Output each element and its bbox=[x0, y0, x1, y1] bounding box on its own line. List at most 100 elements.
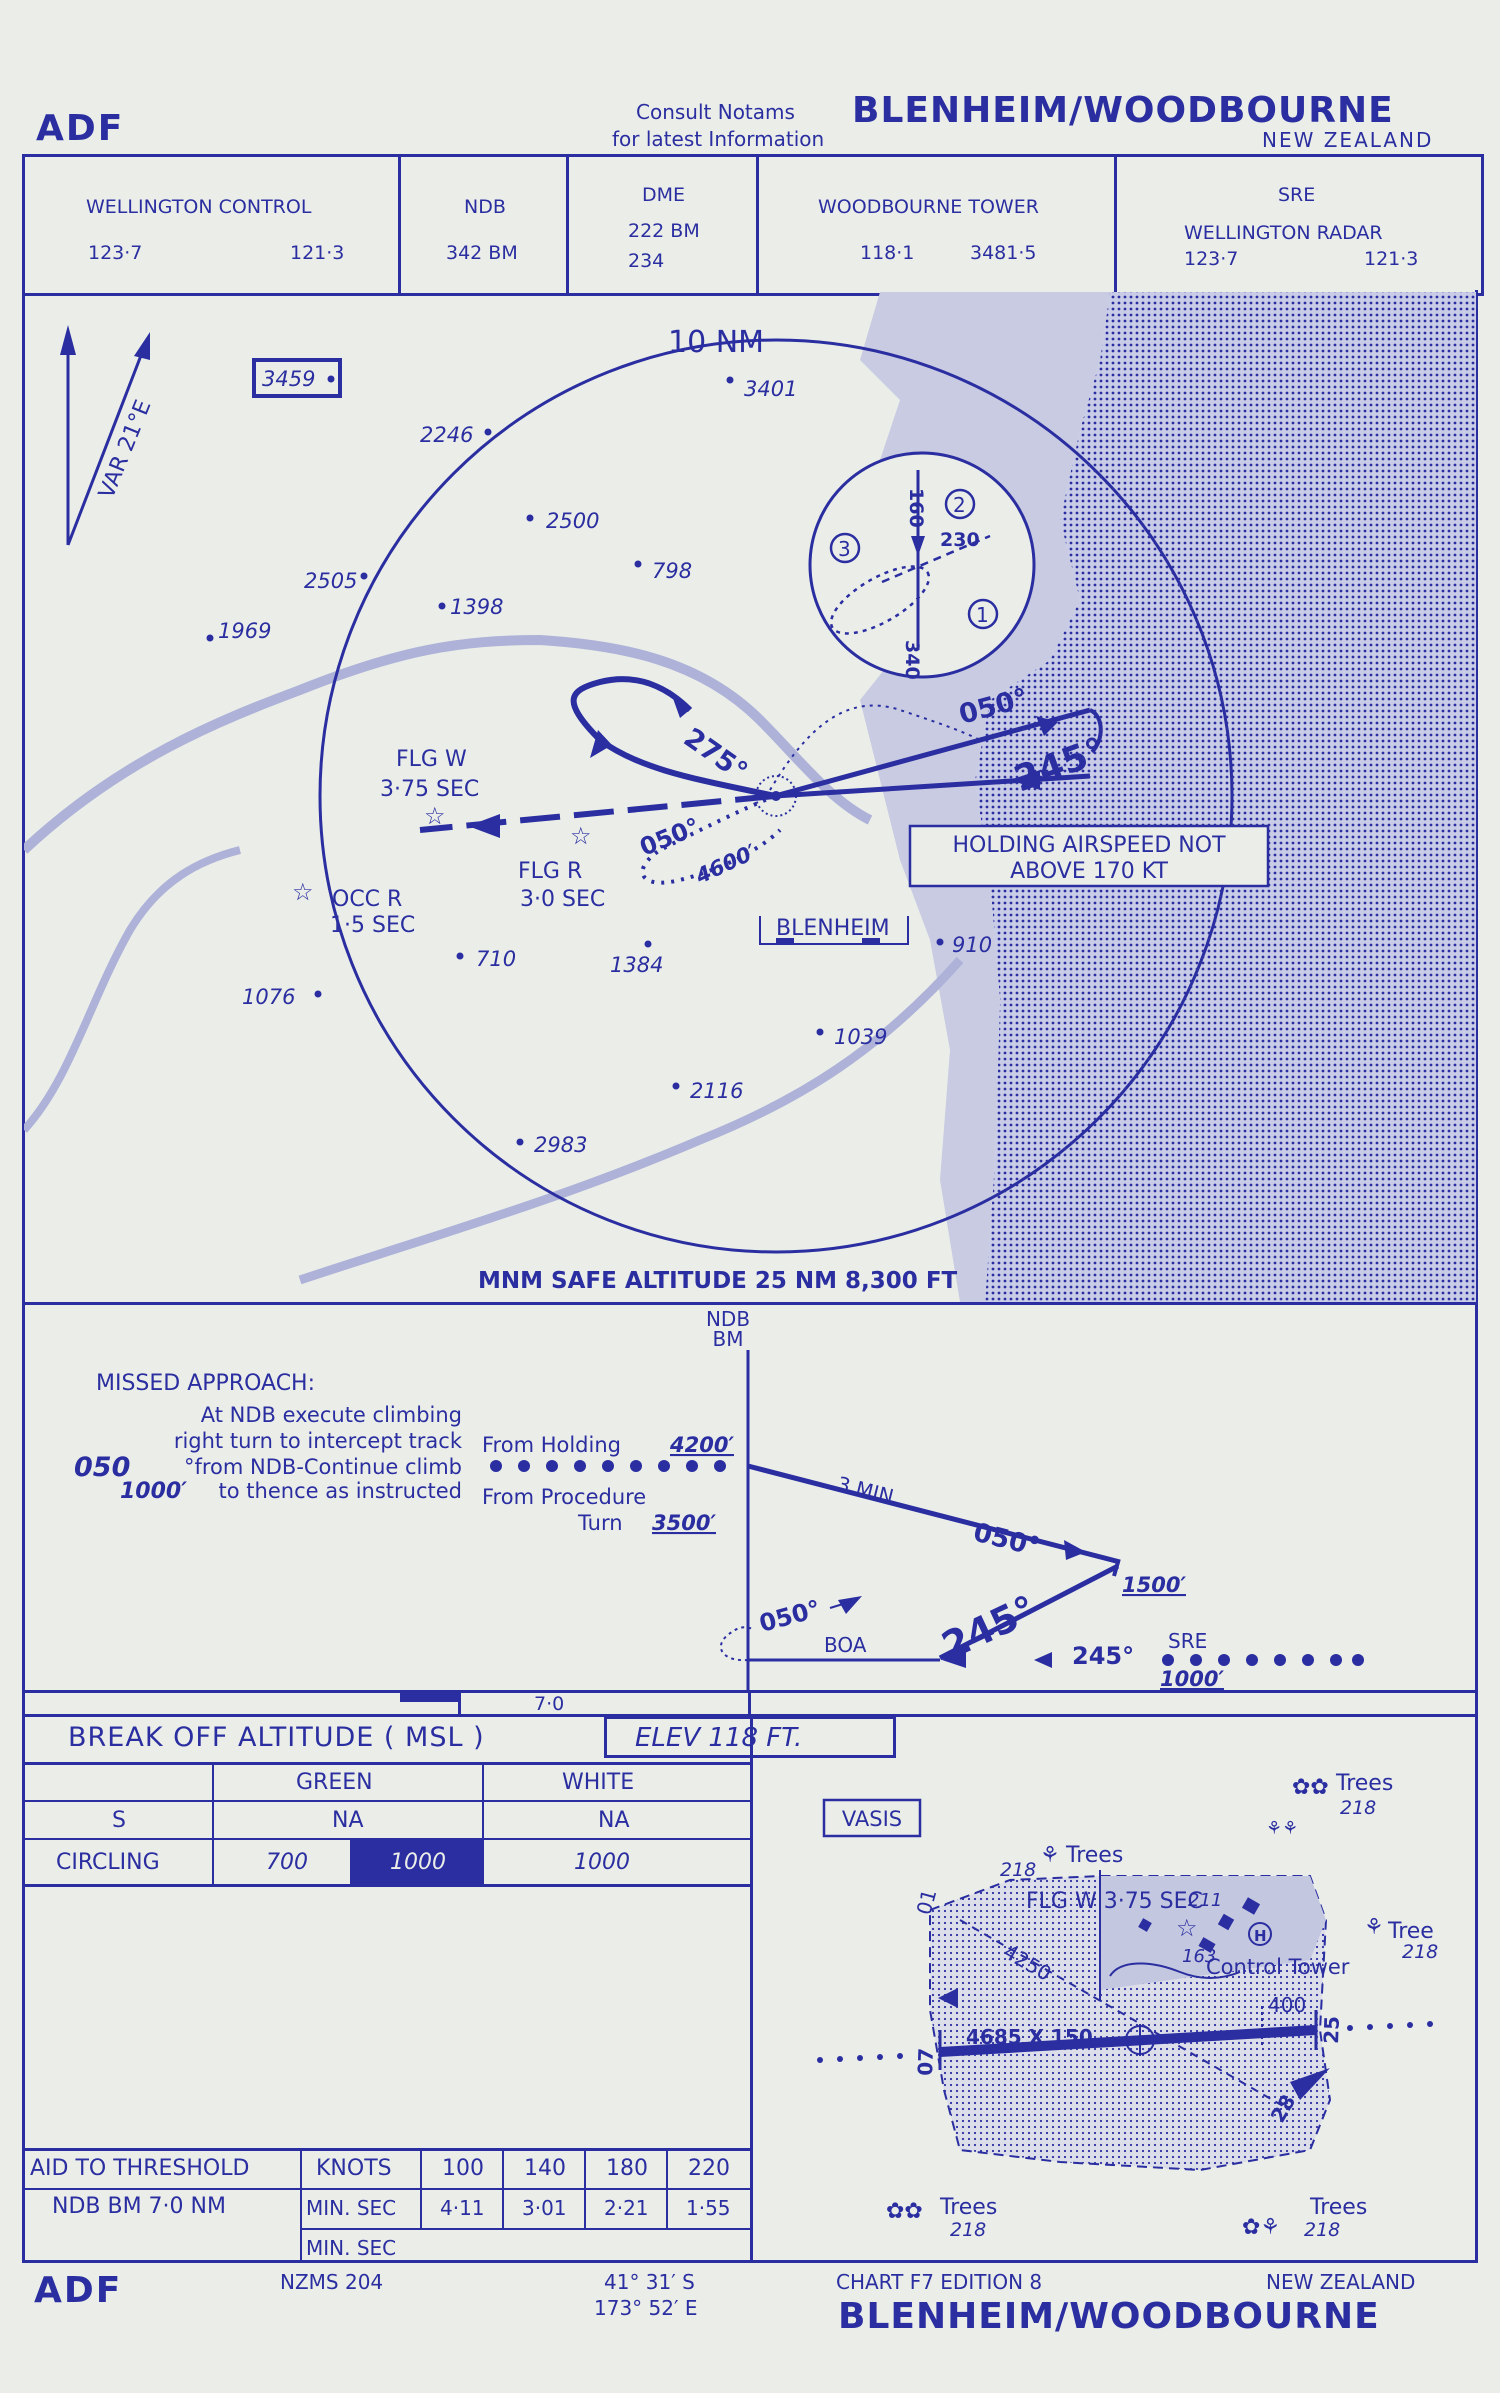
from-holding-altitude: 4200′ bbox=[669, 1433, 734, 1457]
trees-n-height: 218 bbox=[1000, 1859, 1036, 1881]
aid-title: AID TO THRESHOLD bbox=[30, 2156, 250, 2181]
row-s-green: NA bbox=[332, 1808, 364, 1833]
header-adf-label: ADF bbox=[36, 108, 125, 149]
header-title: BLENHEIM/WOODBOURNE bbox=[852, 90, 1394, 131]
turn-altitude: 3500′ bbox=[652, 1511, 716, 1535]
comms-panel bbox=[22, 154, 1484, 296]
aerodrome-h163: 163 bbox=[1182, 1946, 1216, 1967]
from-procedure-label: From Procedure bbox=[482, 1485, 646, 1509]
footer-nzms: NZMS 204 bbox=[280, 2270, 384, 2294]
trees-sw-label: Trees bbox=[939, 2195, 997, 2220]
comms-divider-2 bbox=[566, 154, 569, 293]
from-holding-label: From Holding bbox=[482, 1433, 621, 1457]
footer-chart-edition: CHART F7 EDITION 8 bbox=[836, 2270, 1043, 2294]
row-s-white: NA bbox=[598, 1808, 630, 1833]
circling-green-highlight bbox=[350, 1840, 482, 1884]
ring-label: 10 NM bbox=[668, 325, 764, 360]
aid-time-180: 2·21 bbox=[604, 2196, 649, 2220]
spot-1384: 1384 bbox=[610, 953, 663, 977]
trees-ne2-symbol: ⚘⚘ bbox=[1266, 1818, 1298, 1839]
profile-inbound-descent bbox=[938, 1563, 1120, 1661]
river-south bbox=[298, 957, 964, 1285]
approach-lights-east bbox=[1347, 2021, 1433, 2031]
procedure-track-050: 050° bbox=[636, 812, 704, 861]
aid-knots-label: KNOTS bbox=[316, 2156, 392, 2181]
spot-3401: 3401 bbox=[744, 377, 797, 401]
aerodrome-diagram: VASIS 01 07 25 28 4250 4685 X 150 400 FL… bbox=[817, 1771, 1438, 2241]
heliport-symbol bbox=[1248, 1922, 1272, 1946]
profile-bm-label: BM bbox=[713, 1327, 744, 1351]
magnetic-north-arrow bbox=[66, 344, 147, 546]
msa-label: MNM SAFE ALTITUDE 25 NM 8,300 FT bbox=[478, 1268, 958, 1294]
spot-2500: 2500 bbox=[546, 509, 599, 533]
comms-sre-sub: WELLINGTON RADAR bbox=[1184, 222, 1383, 244]
light-occr-star: ☆ bbox=[292, 878, 314, 906]
aerodrome-h211: 211 bbox=[1188, 1890, 1222, 1911]
turn-label: Turn bbox=[577, 1511, 623, 1535]
aerodrome-flgw: FLG W 3·75 SEC bbox=[1026, 1889, 1203, 1914]
aid-row-label: NDB BM 7·0 NM bbox=[52, 2194, 226, 2219]
footer-latitude: 41° 31′ S bbox=[604, 2270, 695, 2294]
aerodrome-beacon-star: ☆ bbox=[1176, 1914, 1198, 1942]
trees-sw-symbol: ✿✿ bbox=[886, 2199, 923, 2224]
svg-text:H: H bbox=[1254, 1927, 1267, 1945]
comms-divider-4 bbox=[1114, 154, 1117, 293]
place-blenheim: BLENHEIM bbox=[776, 916, 890, 941]
max-elevation-value: 3459 bbox=[262, 367, 315, 391]
boa-label: BOA bbox=[824, 1633, 867, 1657]
trees-ne-symbol: ✿✿ bbox=[1292, 1775, 1329, 1800]
comms-sre-name: SRE bbox=[1278, 184, 1316, 206]
blenheim-marker bbox=[759, 916, 909, 945]
holding-airspeed-box bbox=[908, 824, 1270, 888]
entry-sector-1: 1 bbox=[976, 603, 989, 627]
true-north-arrowhead bbox=[60, 325, 76, 355]
footer-longitude: 173° 52′ E bbox=[594, 2296, 698, 2320]
spot-1398: 1398 bbox=[450, 595, 503, 619]
spot-1969: 1969 bbox=[218, 619, 271, 643]
spot-710: 710 bbox=[476, 947, 516, 971]
row-circling-label: CIRCLING bbox=[56, 1850, 160, 1875]
spot-910: 910 bbox=[952, 933, 992, 957]
aid-speed-100: 100 bbox=[442, 2156, 484, 2181]
trees-ne-label: Trees bbox=[1335, 1771, 1393, 1796]
missed-line-3: °from NDB-Continue climb bbox=[184, 1455, 462, 1479]
footer-adf-label: ADF bbox=[34, 2270, 123, 2311]
ten-nm-ring bbox=[318, 338, 1234, 1254]
lower-panel-divider bbox=[750, 1714, 753, 2263]
missed-line-1: At NDB execute climbing bbox=[201, 1403, 462, 1427]
tree-e-label: Tree bbox=[1387, 1919, 1434, 1944]
runway-end-07: 07 bbox=[913, 2048, 938, 2077]
river-west bbox=[24, 846, 241, 1133]
spot-1076: 1076 bbox=[242, 985, 295, 1009]
consult-notams-line2: for latest Information bbox=[612, 127, 825, 151]
aid-speed-220: 220 bbox=[688, 2156, 730, 2181]
row-circling-green-b: 1000 bbox=[390, 1850, 446, 1875]
inset-arrow-down bbox=[911, 536, 925, 556]
entry-sector-3: 3 bbox=[838, 537, 851, 561]
inset-230-line bbox=[881, 534, 991, 584]
comms-tower-f2: 3481·5 bbox=[970, 242, 1037, 264]
footer-title: BLENHEIM/WOODBOURNE bbox=[838, 2296, 1380, 2337]
inset-track-230: 230 bbox=[940, 529, 980, 551]
max-elevation-dot bbox=[327, 375, 335, 383]
plan-profile-divider bbox=[24, 1302, 1476, 1305]
light-occr-period: 1·5 SEC bbox=[330, 913, 415, 938]
three-min-label: 3 MIN bbox=[835, 1472, 896, 1509]
profile-track-050: 050° bbox=[756, 1595, 823, 1638]
profile-altitude-1500: 1500′ bbox=[1122, 1573, 1186, 1597]
missed-altitude-1000: 1000′ bbox=[120, 1479, 187, 1504]
light-flgw-star: ☆ bbox=[424, 802, 446, 830]
magnetic-north-arrowhead bbox=[134, 332, 150, 360]
comms-divider-3 bbox=[756, 154, 759, 293]
sre-label: SRE bbox=[1168, 1629, 1207, 1653]
light-occr-name: OCC R bbox=[332, 887, 402, 912]
col-green: GREEN bbox=[296, 1770, 373, 1795]
tree-e-height: 218 bbox=[1402, 1941, 1438, 1963]
light-flgr-star: ☆ bbox=[570, 822, 592, 850]
row-circling-green-a: 700 bbox=[266, 1850, 308, 1875]
light-flgr-name: FLG R bbox=[518, 859, 582, 884]
profile-outbound-track: 050° bbox=[970, 1518, 1043, 1563]
plan-view: VAR 21°E 3459 10 NM 3401 2246 2500 798 2… bbox=[24, 292, 1476, 1302]
trees-n-label: Trees bbox=[1065, 1843, 1123, 1868]
comms-dme-f1: 222 BM bbox=[628, 220, 700, 242]
